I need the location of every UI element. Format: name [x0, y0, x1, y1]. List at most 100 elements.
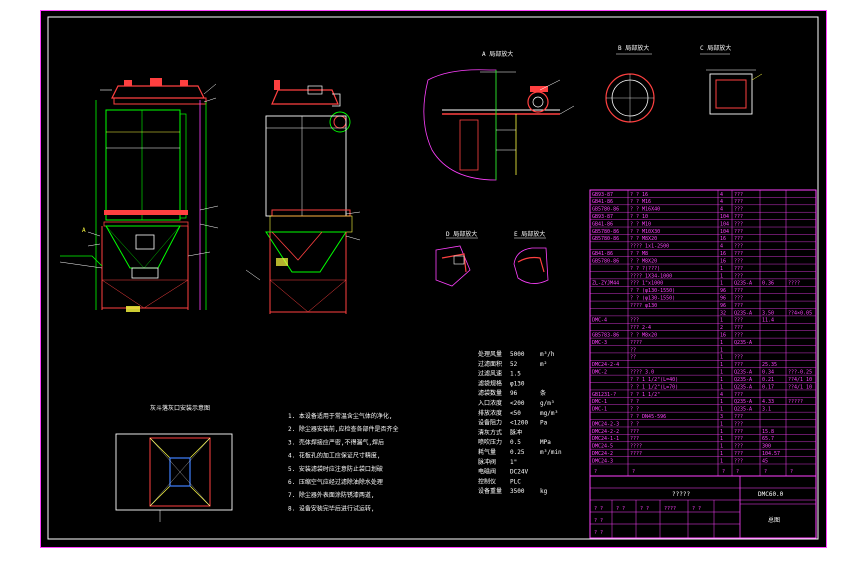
- parts-cell: ???: [734, 192, 743, 198]
- parts-cell: ??: [630, 347, 636, 353]
- callout-a: A: [82, 227, 86, 234]
- title-cell-4: ????: [664, 506, 676, 512]
- drawing-sheet: A: [40, 10, 827, 548]
- detail-view-d: [435, 237, 478, 287]
- parts-cell: ???: [734, 244, 743, 250]
- parts-cell: ???? 1X34-1000: [630, 273, 672, 279]
- parts-cell: ???: [630, 318, 639, 324]
- parts-cell: ???: [734, 362, 743, 368]
- parts-cell: 45: [762, 458, 768, 464]
- parts-cell: ???: [734, 414, 743, 420]
- param-value: 脉冲: [510, 428, 522, 436]
- parts-cell: Q235-A: [734, 281, 752, 287]
- parts-cell: ????: [630, 340, 642, 346]
- parts-cell: ???: [630, 436, 639, 442]
- parts-cell: 1: [720, 444, 723, 450]
- parts-cell: ????: [788, 281, 800, 287]
- parts-cell: 1: [720, 384, 723, 390]
- parts-cell: DMC24-1-1: [592, 436, 619, 442]
- param-label: 电磁阀: [478, 468, 496, 476]
- param-unit: m³/h: [540, 351, 555, 358]
- param-unit: kg: [540, 488, 548, 495]
- parts-cell: ???: [734, 355, 743, 361]
- parts-cell: ? ?: [630, 399, 639, 405]
- parts-cell: 96: [720, 295, 726, 301]
- parts-cell: DMC-1: [592, 399, 607, 405]
- parts-cell: 1: [720, 407, 723, 413]
- parts-cell: ???: [734, 258, 743, 264]
- parts-cell: ???: [734, 229, 743, 235]
- parts-cell: ? ?: [630, 407, 639, 413]
- parts-cell: 1: [720, 281, 723, 287]
- param-value: <200: [510, 400, 525, 407]
- parts-cell: 16: [720, 251, 726, 257]
- param-label: 入口浓度: [478, 399, 502, 407]
- parts-cell: 1: [720, 370, 723, 376]
- parts-cell: ???: [734, 303, 743, 309]
- parts-header-cell: ?: [722, 469, 725, 475]
- parts-cell: 4: [720, 207, 723, 213]
- param-label: 排放浓度: [478, 409, 502, 417]
- drawing-title: 总图: [768, 516, 780, 524]
- parts-cell: ??? 2-4: [630, 325, 651, 331]
- parts-cell: 1: [720, 266, 723, 272]
- parts-cell: 104: [720, 214, 729, 220]
- param-unit: g/m³: [540, 400, 554, 407]
- parts-cell: 1: [720, 421, 723, 427]
- parts-cell: 3.1: [762, 407, 771, 413]
- parts-cell: Q235-A: [734, 310, 752, 316]
- parts-cell: Q235-A: [734, 377, 752, 383]
- detail-view-e: [513, 237, 549, 284]
- param-label: 喷吹压力: [478, 438, 502, 446]
- param-label: 过滤风速: [478, 370, 502, 378]
- parts-cell: 4.33: [762, 399, 774, 405]
- param-unit: Pa: [540, 420, 548, 427]
- view-b-label: B 局部放大: [618, 44, 649, 52]
- parts-cell: DMC24-5: [592, 444, 613, 450]
- parts-header-cell: ?: [736, 469, 739, 475]
- param-unit: 条: [540, 389, 546, 397]
- parts-cell: GB1231-?: [592, 392, 616, 398]
- parts-cell: GB5780-86: [592, 258, 619, 264]
- parts-cell: 1: [720, 318, 723, 324]
- parts-cell: DMC24-3: [592, 458, 613, 464]
- param-unit: m²: [540, 361, 547, 368]
- param-value: 5000: [510, 351, 525, 358]
- parts-cell: 4: [720, 192, 723, 198]
- parts-cell: 104: [720, 229, 729, 235]
- param-unit: MPa: [540, 439, 551, 446]
- parts-cell: ???? 3.0: [630, 370, 654, 376]
- parts-cell: DMC-3: [592, 340, 607, 346]
- parts-cell: GB5780-86: [592, 229, 619, 235]
- parts-cell: ? ? ?(???): [630, 266, 660, 272]
- tech-note: 1. 本设备适用于常温含尘气体的净化,: [288, 412, 392, 420]
- parts-cell: GB5783-86: [592, 333, 619, 339]
- view-e-label: E 局部放大: [514, 230, 545, 238]
- parts-cell: ? ? 1 1/2": [630, 392, 660, 398]
- detail-view-c: [700, 53, 763, 115]
- parts-cell: DMC24-2: [592, 451, 613, 457]
- parts-cell: GB93-87: [592, 192, 613, 198]
- tech-note: 6. 压缩空气应经过滤除油除水处理: [288, 478, 383, 486]
- param-label: 滤袋数量: [478, 389, 502, 397]
- parts-cell: ??4×0.05: [788, 310, 812, 316]
- parts-cell: 96: [720, 303, 726, 309]
- parts-cell: ???: [734, 266, 743, 272]
- param-value: 1.5: [510, 371, 521, 378]
- front-view: [59, 78, 219, 312]
- title-cell-2: ? ?: [616, 506, 625, 512]
- parts-cell: 104.57: [762, 451, 780, 457]
- param-label: 控制仪: [478, 477, 496, 485]
- param-value: 1": [510, 459, 517, 466]
- parts-cell: 1: [720, 340, 723, 346]
- parts-cell: ???: [734, 214, 743, 220]
- parts-cell: ? ? M8X20: [630, 236, 657, 242]
- parts-cell: ? ? M16: [630, 199, 651, 205]
- param-value: DC24V: [510, 469, 528, 476]
- parts-cell: 11.4: [762, 318, 774, 324]
- param-unit: mg/m³: [540, 410, 558, 417]
- parts-cell: 0.21: [762, 377, 774, 383]
- parts-cell: ????: [630, 444, 642, 450]
- parts-cell: Q235-A: [734, 399, 752, 405]
